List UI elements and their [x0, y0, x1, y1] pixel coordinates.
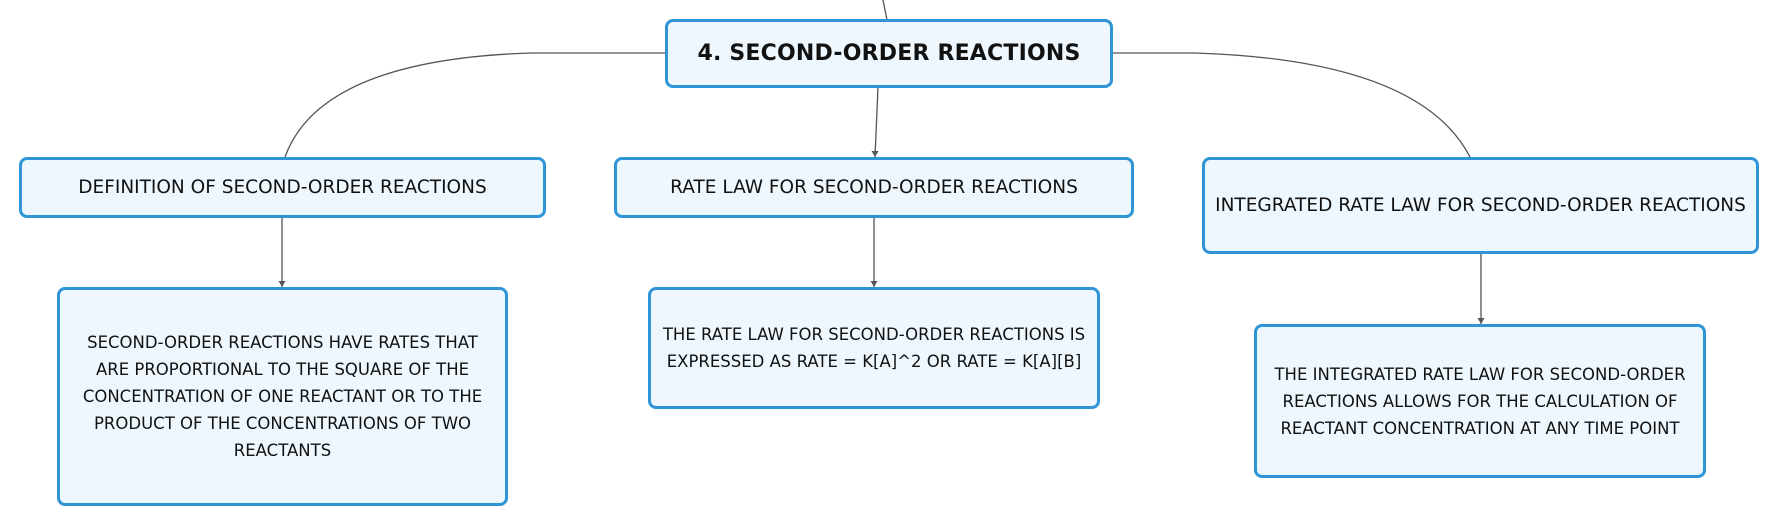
detail-node-text: THE INTEGRATED RATE LAW FOR SECOND-ORDER… — [1274, 364, 1686, 438]
connector-root-to-rate-law — [874, 86, 879, 158]
root-node[interactable]: 4. SECOND-ORDER REACTIONS — [665, 19, 1113, 88]
detail-node-rate-law[interactable]: THE RATE LAW FOR SECOND-ORDER REACTIONS … — [648, 287, 1100, 409]
branch-node-definition[interactable]: DEFINITION OF SECOND-ORDER REACTIONS — [19, 157, 546, 218]
branch-node-label: INTEGRATED RATE LAW FOR SECOND-ORDER REA… — [1215, 195, 1746, 216]
detail-node-definition[interactable]: SECOND-ORDER REACTIONS HAVE RATES THAT A… — [57, 287, 508, 506]
connector-from-parent — [882, 0, 888, 21]
root-node-label: 4. SECOND-ORDER REACTIONS — [697, 41, 1081, 66]
detail-node-text: SECOND-ORDER REACTIONS HAVE RATES THAT A… — [82, 333, 483, 460]
arrowhead-rate-law — [871, 151, 879, 157]
branch-node-label: RATE LAW FOR SECOND-ORDER REACTIONS — [670, 177, 1078, 198]
branch-node-label: DEFINITION OF SECOND-ORDER REACTIONS — [78, 177, 487, 198]
arrowhead-definition-detail — [278, 281, 286, 287]
branch-node-rate-law[interactable]: RATE LAW FOR SECOND-ORDER REACTIONS — [614, 157, 1134, 218]
detail-node-text: THE RATE LAW FOR SECOND-ORDER REACTIONS … — [662, 325, 1086, 371]
arrowhead-rate-law-detail — [870, 281, 878, 287]
connector-root-to-definition — [284, 52, 665, 158]
connector-root-to-integrated — [1113, 52, 1471, 158]
arrowhead-integrated-detail — [1477, 318, 1485, 324]
detail-node-integrated-rate-law[interactable]: THE INTEGRATED RATE LAW FOR SECOND-ORDER… — [1254, 324, 1706, 478]
branch-node-integrated-rate-law[interactable]: INTEGRATED RATE LAW FOR SECOND-ORDER REA… — [1202, 157, 1759, 254]
